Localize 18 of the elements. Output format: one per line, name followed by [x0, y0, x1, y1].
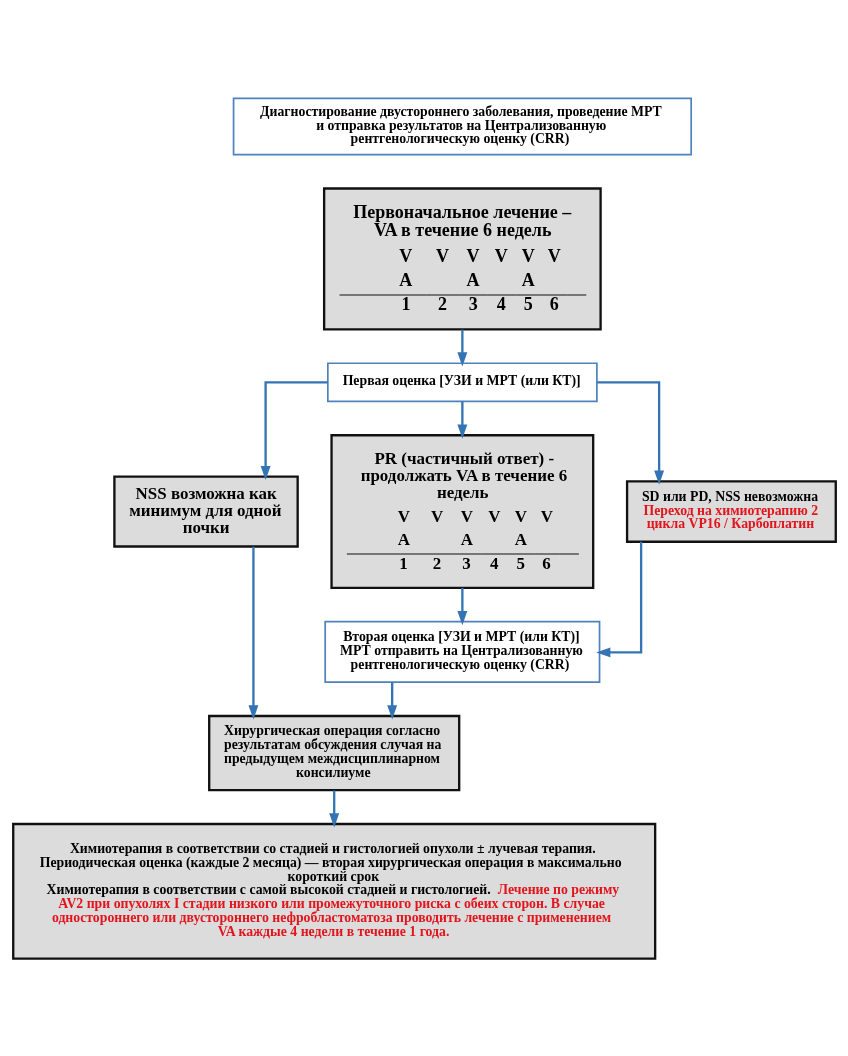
arrow: [456, 587, 467, 625]
arrow: [456, 329, 467, 367]
arrow: [456, 400, 467, 439]
node-box: NSS возможна как минимум для одной почки: [112, 474, 299, 548]
arrow: [247, 546, 258, 719]
arrow: [328, 790, 339, 828]
node-box: Первоначальное лечение – VA в течение 6 недель V V V V V V A A A 1 2 3 4 5 6: [322, 186, 602, 331]
arrow: [595, 541, 642, 657]
node-box: SD или PD, NSS невозможна Переход на химиотерапию 2 цикла VP16 / Карбоплатин: [625, 479, 837, 543]
arrow: [596, 380, 664, 485]
node-box: Первая оценка [УЗИ и МРТ (или КТ)]: [326, 361, 598, 402]
node-box: Химиотерапия в соответствии со стадией и гистологией опухоли ± лучевая терапия. Периодическая оценка (каждые 2 месяца) — вторая хирургическая операция в максимально короткий срок Химиотерапия в соответствии с самой высокой стадией и гистологией. Лечение по режиму AV2 при опухолях I стадии низкого или промежуточного риска с обеих сторон. В случае одностороннего или двустороннего нефробластоматоза проводить лечение с применением VA каждые 4 недели в течение 1 года.: [11, 822, 656, 960]
node-box: Хирургическая операция согласно результатам обсуждения случая на предыдущем междисциплинарном консилиуме: [207, 714, 460, 791]
node-box: Вторая оценка [УЗИ и МРТ (или КТ)] МРТ отправить на Централизованную рентгенологическую оценку (CRR): [323, 620, 600, 683]
node-box: PR (частичный ответ) - продолжать VA в течение 6 недель V V V V V V A A A 1 2 3 4 5 6: [329, 433, 594, 589]
arrow: [260, 380, 328, 480]
node-box: Диагностирование двустороннего заболевания, проведение МРТ и отправка результатов на Централизованную рентгенологическую оценку (CRR): [232, 97, 692, 155]
arrow: [386, 681, 397, 719]
